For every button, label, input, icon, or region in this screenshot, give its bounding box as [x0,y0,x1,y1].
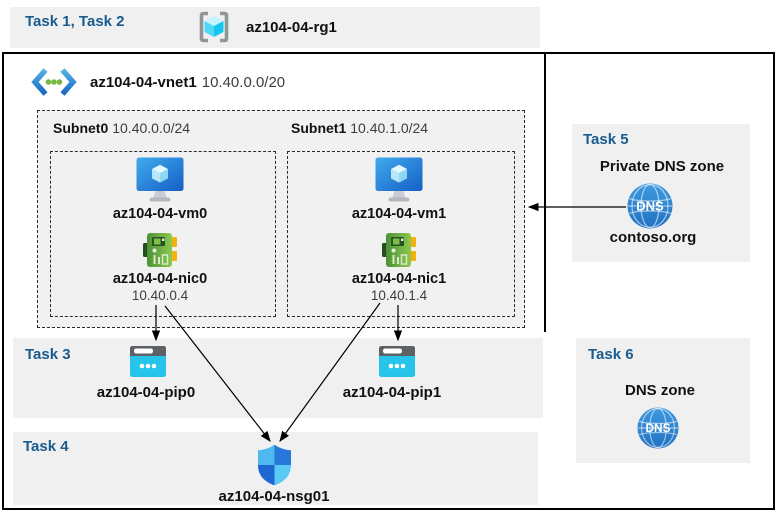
task6-label: Task 6 [588,346,634,363]
resource-group-icon [196,9,232,45]
subnet0-box [50,151,276,317]
nic0-name: az104-04-nic0 [112,271,208,287]
nsg-name: az104-04-nsg01 [218,488,330,505]
nsg-shield-icon [258,444,291,486]
vnet-cidr: 10.40.0.0/20 [201,74,286,91]
subnet0-name: Subnet0 [53,120,109,136]
pip1-icon [379,346,415,377]
subnet1-cidr: 10.40.1.0/24 [350,120,429,136]
task4-label: Task 4 [23,438,69,455]
nic1-name: az104-04-nic1 [351,271,447,287]
dns-icon-text: DNS [645,421,670,435]
subnet1-box [287,151,515,317]
private-dns-zone-icon: DNS [627,183,673,229]
vnet-name: az104-04-vnet1 [90,74,197,91]
vm0-name: az104-04-vm0 [112,206,208,222]
task3-label: Task 3 [25,346,71,363]
vnet-right-border [544,54,546,332]
subnet0-cidr: 10.40.0.0/24 [112,120,191,136]
task1-task2-band [10,7,540,48]
pip0-name: az104-04-pip0 [96,384,196,401]
dns-zone-title: DNS zone [624,382,696,399]
task1-task2-label: Task 1, Task 2 [25,13,125,30]
private-dns-zone-title: Private DNS zone [599,158,725,175]
vm1-icon [375,157,423,203]
nic1-ip: 10.40.1.4 [370,288,428,303]
resource-group-name: az104-04-rg1 [246,19,337,36]
diagram-frame [2,52,775,510]
subnets-container [37,110,525,328]
dns-icon-text: DNS [636,199,664,214]
vm1-name: az104-04-vm1 [351,206,447,222]
pip0-icon [130,346,166,377]
dns-zone-icon: DNS [637,407,679,449]
nic0-icon [143,232,177,268]
pip1-name: az104-04-pip1 [342,384,442,401]
vm0-icon [136,157,184,203]
task5-label: Task 5 [583,131,629,148]
private-dns-zone-name: contoso.org [609,229,697,246]
nic0-ip: 10.40.0.4 [131,288,189,303]
task3-band [13,338,543,418]
virtual-network-icon [31,67,77,97]
subnet1-name: Subnet1 [291,120,347,136]
nic1-icon [382,232,416,268]
